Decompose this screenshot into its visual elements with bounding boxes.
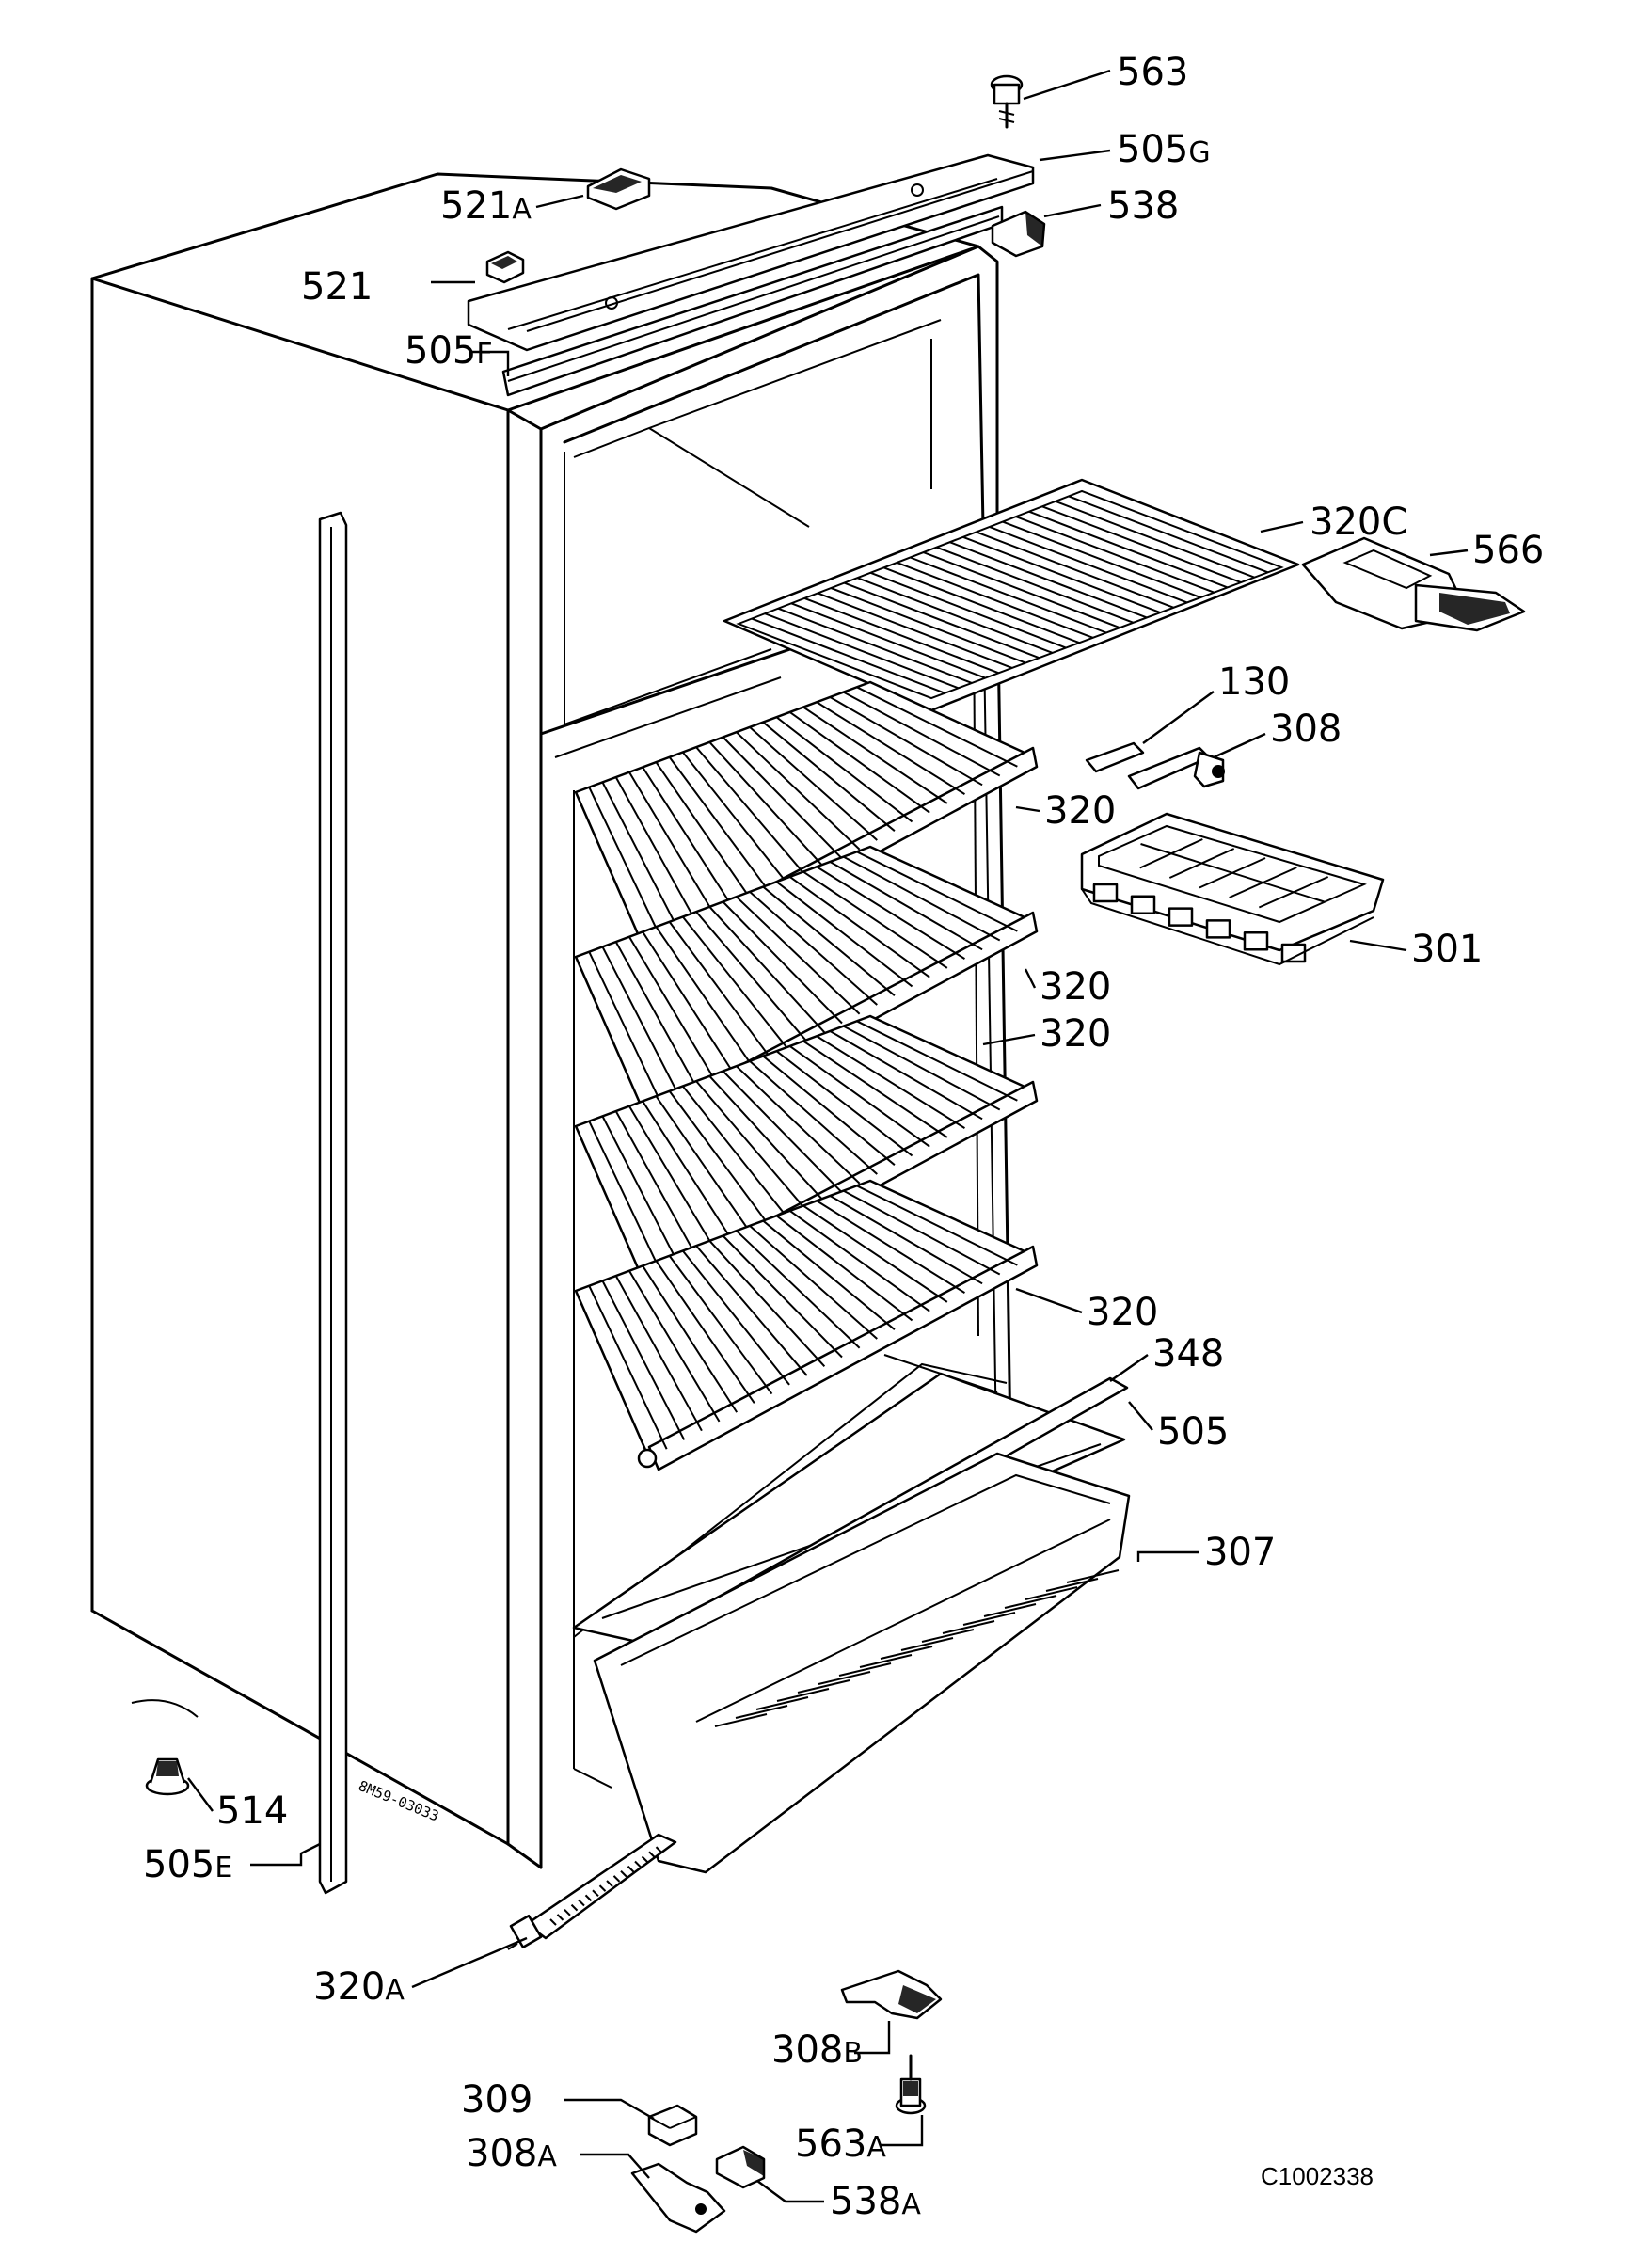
floor-sketch <box>131 1699 199 1718</box>
label-521: 521 <box>301 265 373 309</box>
label-307: 307 <box>1204 1531 1276 1574</box>
label-308b: 308B <box>771 2028 863 2072</box>
label-514: 514 <box>216 1789 288 1833</box>
label-505g: 505G <box>1117 128 1211 171</box>
label-320-2: 320 <box>1040 965 1111 1009</box>
part-labels: 563 505G 538 521A 521 505F 320C 566 130 … <box>143 51 1544 2223</box>
label-505e: 505E <box>143 1843 232 1886</box>
hinge-bracket-308b <box>840 1969 943 2020</box>
label-505f: 505F <box>405 329 493 373</box>
spacer-309 <box>647 2104 698 2147</box>
label-563: 563 <box>1117 51 1188 94</box>
door-gasket-505e <box>318 511 348 1895</box>
fridge-shelf <box>574 1179 1039 1471</box>
label-538a: 538A <box>830 2180 921 2223</box>
label-130: 130 <box>1218 660 1290 704</box>
label-521a: 521A <box>440 184 532 228</box>
label-308a: 308A <box>466 2132 557 2175</box>
label-563a: 563A <box>795 2123 886 2166</box>
label-309: 309 <box>461 2078 532 2122</box>
cover-521a <box>586 167 651 211</box>
ice-tray <box>1080 812 1385 966</box>
label-566: 566 <box>1472 529 1544 572</box>
fridge-shelves <box>574 680 1039 1471</box>
label-320-4: 320 <box>1087 1291 1158 1334</box>
label-538: 538 <box>1107 184 1179 228</box>
label-320a: 320A <box>313 1965 405 2009</box>
cap-521 <box>485 250 525 284</box>
rail-320a <box>507 1833 677 1950</box>
clip-130 <box>1085 741 1145 773</box>
hinge-pin-563a <box>895 2054 927 2115</box>
label-320c: 320C <box>1310 501 1407 544</box>
hinge-bracket-308a <box>630 2162 726 2234</box>
hinge-cap-538 <box>991 210 1046 258</box>
drawing-code: C1002338 <box>1261 2162 1374 2190</box>
top-hinge-plate <box>467 153 1035 352</box>
label-348: 348 <box>1152 1332 1224 1375</box>
serial-stamp: 8M59-03033 <box>357 1777 441 1825</box>
hinge-cap-538a <box>715 2145 766 2189</box>
label-320-1: 320 <box>1044 789 1116 833</box>
screw-563 <box>990 74 1024 129</box>
bracket-308 <box>1127 746 1225 790</box>
foot-514 <box>145 1757 190 1796</box>
label-301: 301 <box>1411 928 1483 971</box>
crisper-drawer-307 <box>593 1452 1131 1874</box>
fridge-shelf <box>574 845 1039 1137</box>
leader-lines <box>187 69 1469 2203</box>
label-505: 505 <box>1157 1410 1229 1454</box>
cold-plate-566 <box>1301 536 1526 632</box>
label-308: 308 <box>1270 708 1342 751</box>
freezer-grid-shelf <box>723 478 1300 712</box>
label-320-3: 320 <box>1040 1012 1111 1056</box>
